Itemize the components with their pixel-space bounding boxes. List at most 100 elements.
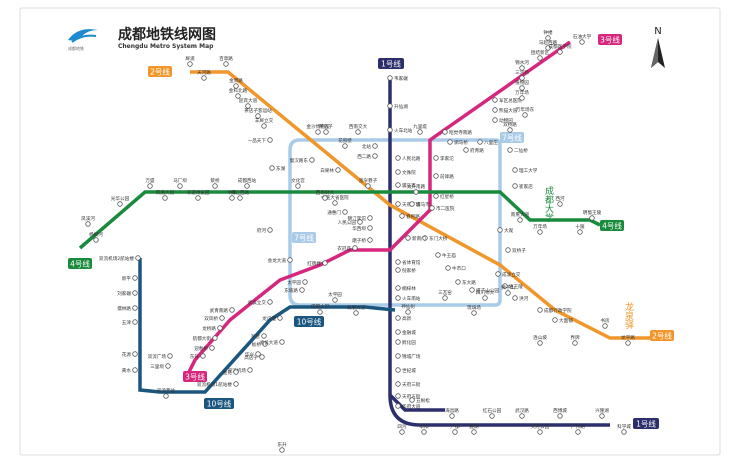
station-marker[interactable]: [162, 195, 168, 201]
station-marker[interactable]: [433, 155, 439, 161]
station-marker[interactable]: [355, 129, 361, 135]
station-marker[interactable]: [445, 265, 451, 271]
station-marker[interactable]: [537, 229, 543, 235]
line-badge-7-left[interactable]: 7号线: [292, 232, 316, 243]
station-marker[interactable]: [421, 429, 427, 435]
station-marker[interactable]: [93, 237, 99, 243]
station-marker[interactable]: [387, 127, 393, 133]
station-marker[interactable]: [244, 183, 250, 189]
station-marker[interactable]: [323, 129, 329, 135]
station-marker[interactable]: [512, 183, 518, 189]
station-marker[interactable]: [492, 117, 498, 123]
line-badge-2-west[interactable]: 2号线: [148, 66, 172, 77]
station-marker[interactable]: [471, 429, 477, 435]
station-marker[interactable]: [395, 353, 401, 359]
station-marker[interactable]: [135, 255, 141, 261]
station-marker[interactable]: [269, 165, 275, 171]
station-marker[interactable]: [433, 193, 439, 199]
station-marker[interactable]: [267, 227, 273, 233]
station-marker[interactable]: [367, 215, 373, 221]
station-marker[interactable]: [322, 260, 328, 266]
station-marker[interactable]: [435, 252, 441, 258]
station-marker[interactable]: [309, 157, 315, 163]
line-badge-7-top[interactable]: 7号线: [500, 132, 524, 143]
station-marker[interactable]: [557, 49, 563, 55]
station-marker[interactable]: [200, 353, 206, 359]
station-marker[interactable]: [395, 155, 401, 161]
station-marker[interactable]: [395, 339, 401, 345]
station-marker[interactable]: [353, 310, 359, 316]
station-marker[interactable]: [212, 183, 218, 189]
station-marker[interactable]: [557, 201, 563, 207]
station-marker[interactable]: [132, 319, 138, 325]
station-marker[interactable]: [557, 413, 563, 419]
line-badge-3-north[interactable]: 3号线: [598, 34, 622, 45]
station-marker[interactable]: [537, 340, 543, 346]
station-marker[interactable]: [357, 219, 363, 225]
station-marker[interactable]: [187, 61, 193, 67]
station-marker[interactable]: [85, 221, 91, 227]
station-marker[interactable]: [395, 182, 401, 188]
station-marker[interactable]: [507, 127, 513, 133]
station-marker[interactable]: [352, 245, 358, 251]
station-marker[interactable]: [209, 345, 215, 351]
station-marker[interactable]: [177, 183, 183, 189]
station-marker[interactable]: [223, 61, 229, 67]
station-marker[interactable]: [589, 215, 595, 221]
station-marker[interactable]: [322, 195, 328, 201]
station-marker[interactable]: [405, 309, 411, 315]
station-marker[interactable]: [233, 83, 239, 89]
station-marker[interactable]: [492, 97, 498, 103]
station-marker[interactable]: [497, 227, 503, 233]
station-marker[interactable]: [229, 195, 235, 201]
station-marker[interactable]: [395, 381, 401, 387]
station-marker[interactable]: [433, 173, 439, 179]
station-marker[interactable]: [372, 153, 378, 159]
station-marker[interactable]: [519, 75, 525, 81]
station-marker[interactable]: [167, 353, 173, 359]
station-marker[interactable]: [387, 75, 393, 81]
station-marker[interactable]: [395, 259, 401, 265]
line-badge-1-south[interactable]: 1号线: [633, 418, 659, 429]
station-marker[interactable]: [335, 167, 341, 173]
station-marker[interactable]: [452, 429, 458, 435]
station-marker[interactable]: [417, 129, 423, 135]
station-marker[interactable]: [279, 447, 285, 453]
station-marker[interactable]: [315, 129, 321, 135]
station-marker[interactable]: [422, 235, 428, 241]
station-marker[interactable]: [537, 429, 543, 435]
station-marker[interactable]: [447, 139, 453, 145]
station-marker[interactable]: [267, 299, 273, 305]
station-marker[interactable]: [572, 340, 578, 346]
station-marker[interactable]: [302, 279, 308, 285]
station-marker[interactable]: [442, 295, 448, 301]
station-marker[interactable]: [245, 103, 251, 109]
station-marker[interactable]: [409, 397, 415, 403]
station-marker[interactable]: [132, 275, 138, 281]
station-marker[interactable]: [395, 201, 401, 207]
station-marker[interactable]: [519, 85, 525, 91]
station-marker[interactable]: [342, 143, 348, 149]
station-marker[interactable]: [132, 290, 138, 296]
station-marker[interactable]: [233, 369, 239, 375]
line-badge-2-east[interactable]: 2号线: [650, 330, 674, 341]
station-marker[interactable]: [132, 305, 138, 311]
station-marker[interactable]: [577, 229, 583, 235]
station-marker[interactable]: [247, 367, 253, 373]
station-marker[interactable]: [492, 107, 498, 113]
station-marker[interactable]: [332, 297, 338, 303]
station-marker[interactable]: [395, 295, 401, 301]
station-marker[interactable]: [405, 235, 411, 241]
station-marker[interactable]: [495, 271, 501, 277]
station-marker[interactable]: [132, 351, 138, 357]
station-marker[interactable]: [261, 333, 267, 339]
station-marker[interactable]: [367, 237, 373, 243]
line-badge-10-lower[interactable]: 10号线: [204, 398, 234, 409]
station-marker[interactable]: [229, 307, 235, 313]
station-marker[interactable]: [552, 317, 558, 323]
station-marker[interactable]: [237, 195, 243, 201]
station-marker[interactable]: [317, 309, 323, 315]
station-marker[interactable]: [395, 169, 401, 175]
station-marker[interactable]: [599, 413, 605, 419]
station-marker[interactable]: [621, 429, 627, 435]
